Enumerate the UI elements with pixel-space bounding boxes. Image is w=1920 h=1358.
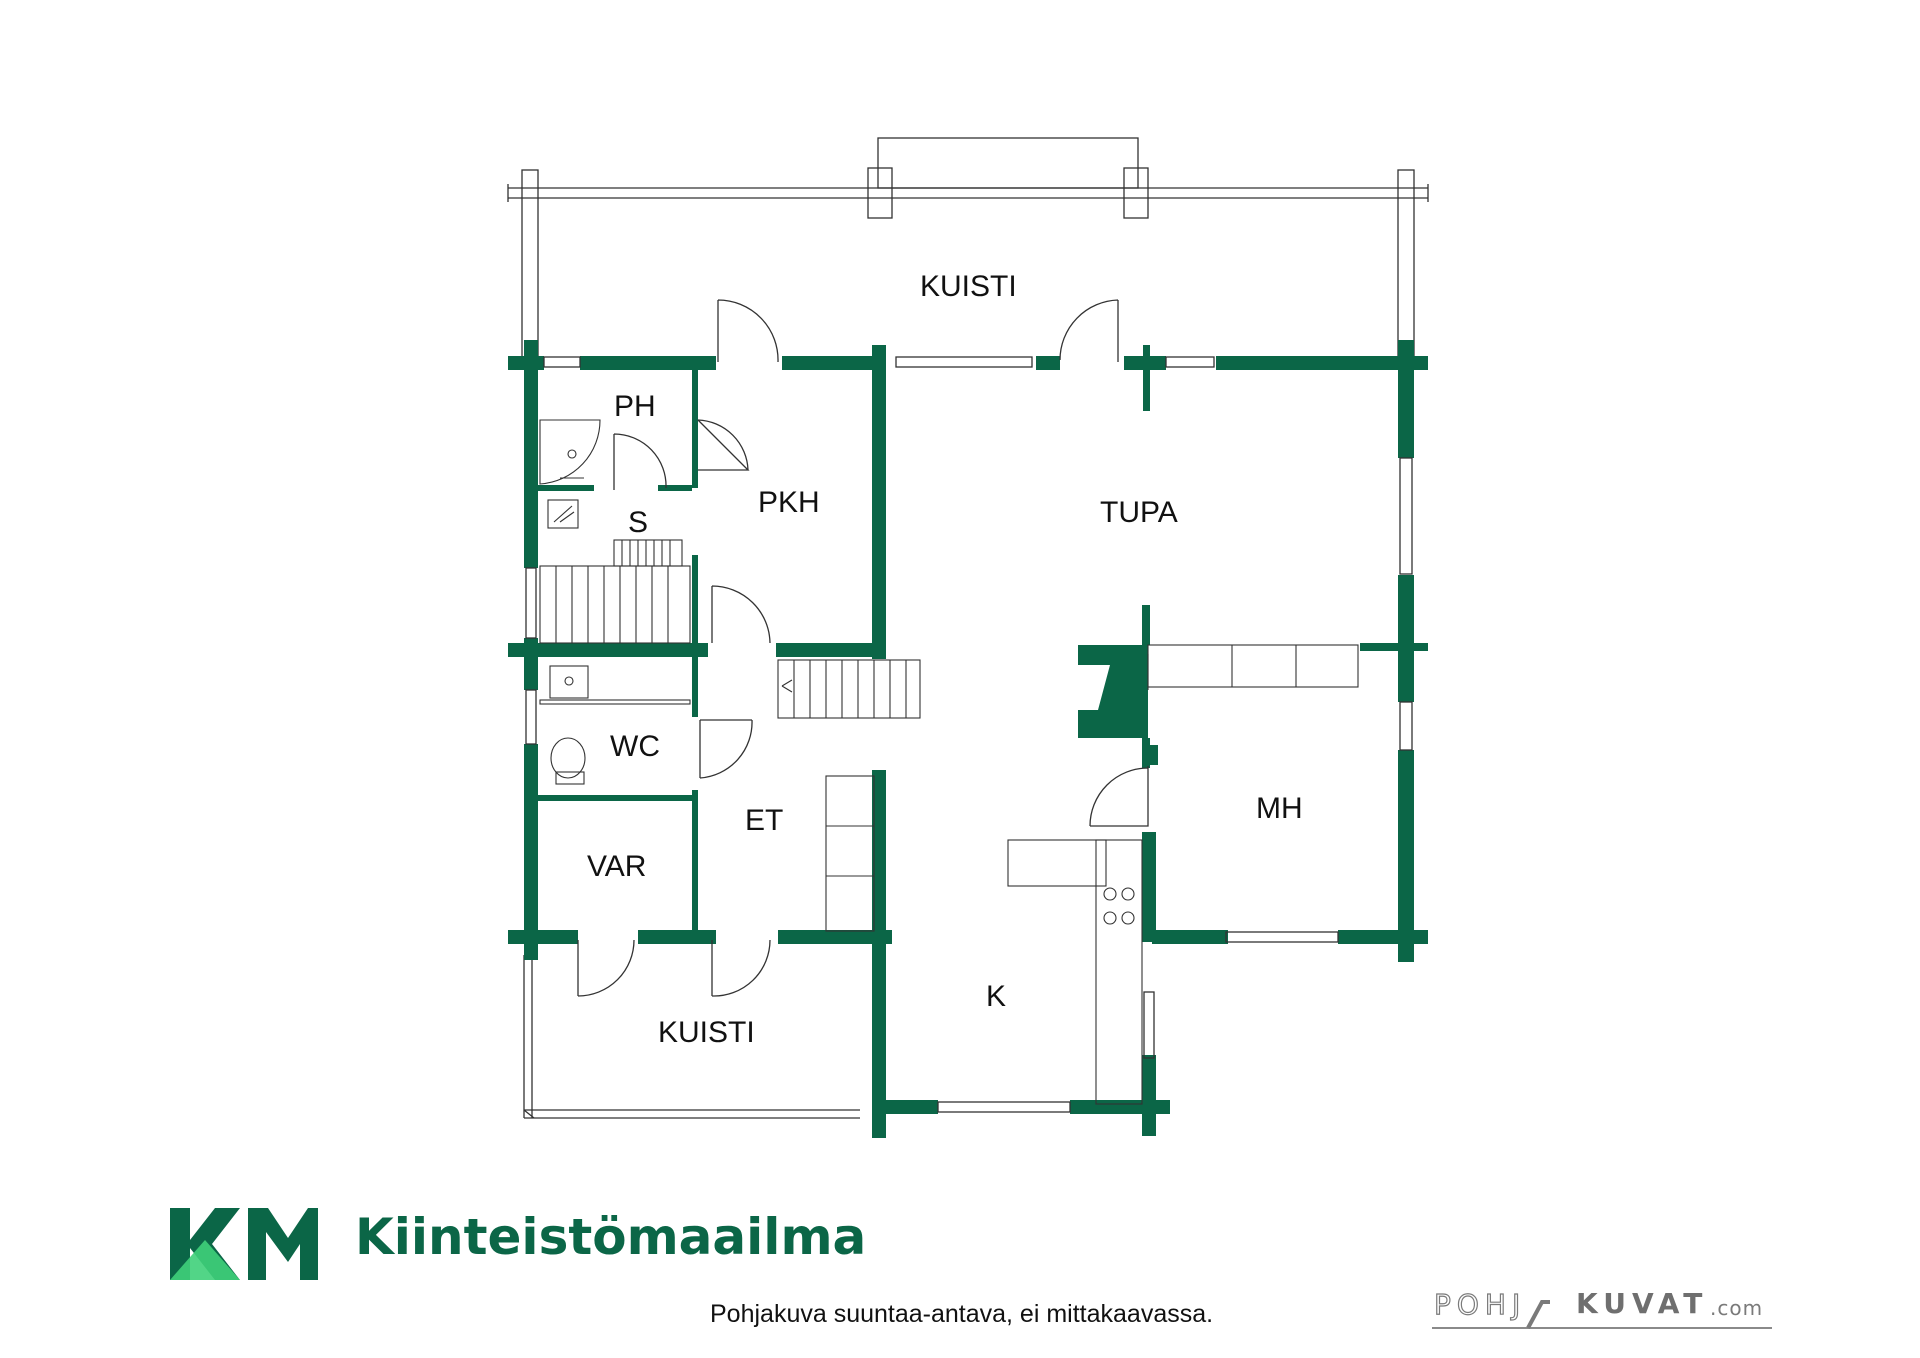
room-label-kuisti-top: KUISTI <box>920 270 1017 303</box>
room-label-tupa: TUPA <box>1100 496 1178 529</box>
room-label-mh: MH <box>1256 792 1303 825</box>
room-label-wc: WC <box>610 730 660 763</box>
pohjakuvat-logo <box>1432 1300 1772 1329</box>
room-label-ph: PH <box>614 390 656 423</box>
walls <box>508 340 1428 1138</box>
room-label-pkh: PKH <box>758 486 820 519</box>
room-label-k: K <box>986 980 1006 1013</box>
disclaimer-text: Pohjakuva suuntaa-antava, ei mittakaavas… <box>710 1300 1214 1328</box>
brand-name: Kiinteistömaailma <box>355 1208 867 1266</box>
room-label-s: S <box>628 506 648 539</box>
room-label-var: VAR <box>587 850 646 883</box>
windows <box>525 356 1413 1113</box>
room-labels: KUISTI PH PKH TUPA S WC ET VAR MH K KUIS… <box>587 270 1303 1049</box>
credit-right: KUVAT <box>1576 1287 1709 1320</box>
doors <box>577 299 1149 997</box>
room-label-et: ET <box>745 804 783 837</box>
km-logo-mark <box>170 1208 318 1280</box>
fixtures <box>539 419 1359 1105</box>
credit-domain: .com <box>1710 1296 1764 1320</box>
room-label-kuisti-bottom: KUISTI <box>658 1016 755 1049</box>
credit-left: POHJ <box>1433 1287 1527 1321</box>
porch-railings <box>507 137 1429 1119</box>
